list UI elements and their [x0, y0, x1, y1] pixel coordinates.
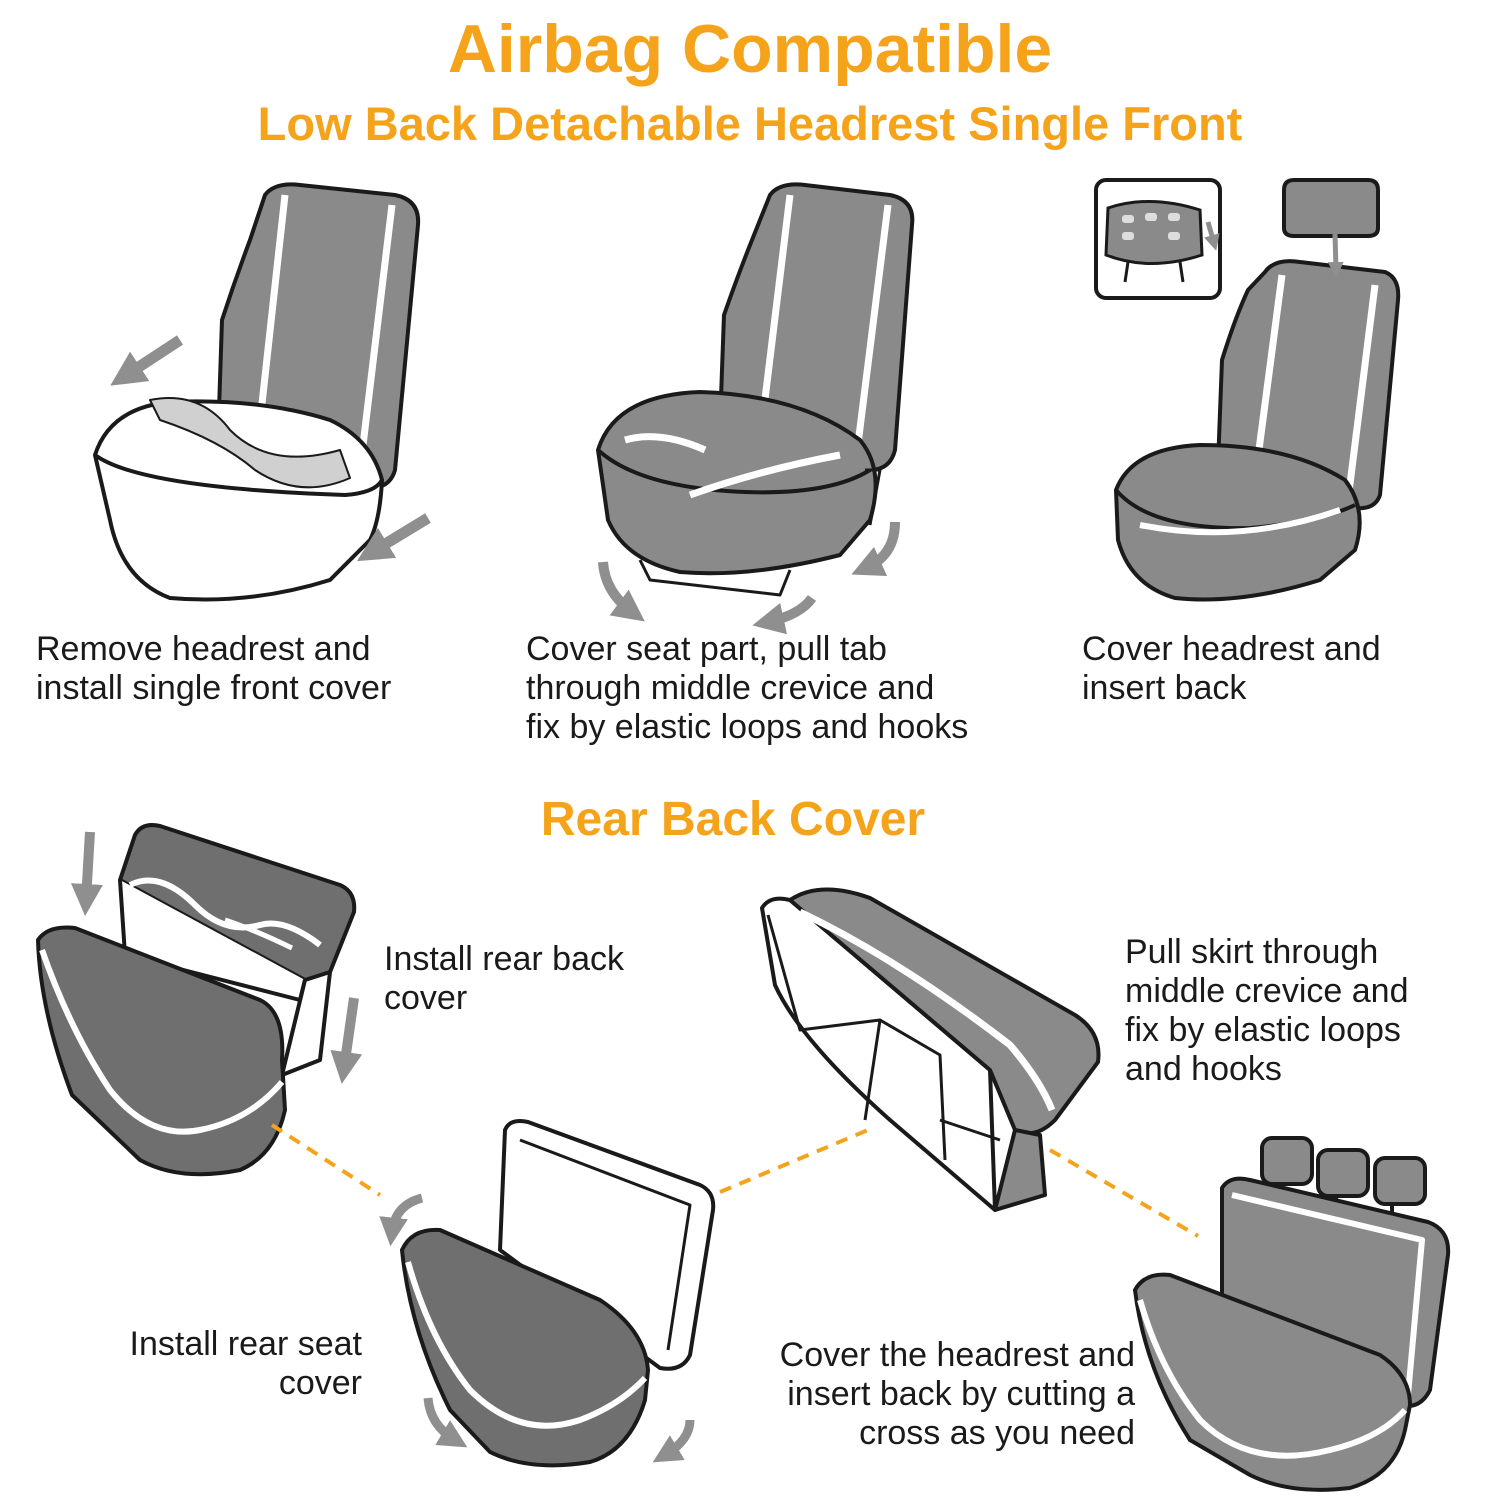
rear-bench-illustration-1: [36, 823, 357, 1177]
step1-caption: Remove headrest and install single front…: [36, 630, 392, 707]
main-title: Airbag Compatible: [447, 11, 1053, 87]
seat-illustration-step1: [93, 182, 421, 602]
rear-bench-illustration-2: [400, 1119, 716, 1468]
step2-caption: Cover seat part, pull tab through middle…: [526, 630, 969, 746]
headrest-inset-box: [1094, 178, 1222, 300]
rear-step4-caption: Cover the headrest and insert back by cu…: [779, 1336, 1135, 1452]
rear-bench-illustration-4: [1133, 1136, 1451, 1492]
rear-section-title: Rear Back Cover: [540, 793, 926, 846]
sub-title: Low Back Detachable Headrest Single Fron…: [257, 97, 1243, 150]
seat-illustration-step3: [1114, 178, 1401, 602]
rear-step2-caption: Install rear seat cover: [129, 1325, 362, 1402]
rear-step3-caption: Pull skirt through middle crevice and fi…: [1125, 933, 1409, 1088]
rear-step1-caption: Install rear back cover: [384, 940, 624, 1017]
step3-caption: Cover headrest and insert back: [1082, 630, 1381, 707]
seat-illustration-step2: [596, 182, 915, 597]
step-connectors: [270, 1123, 1200, 1238]
rear-bench-illustration-3: [760, 887, 1101, 1212]
